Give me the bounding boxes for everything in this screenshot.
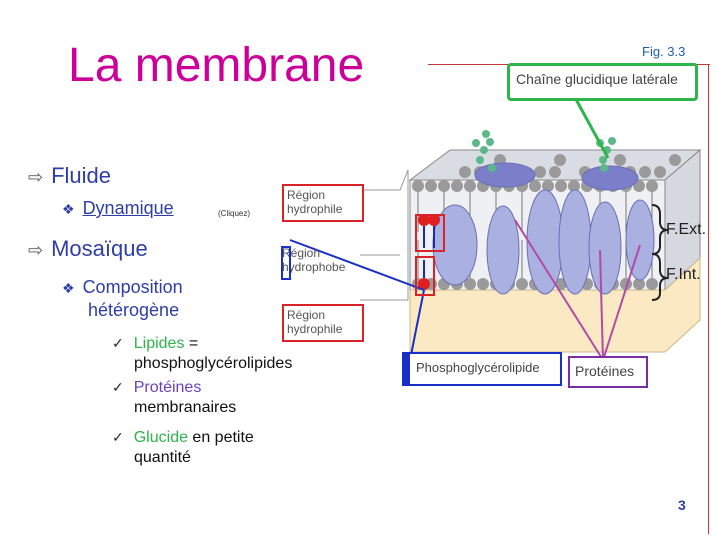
proteines-line2: membranaires: [134, 399, 237, 416]
region-hydrophile-bottom: Région hydrophile: [287, 308, 343, 336]
chain-pointer: [570, 91, 610, 159]
bullet-mosaique-label: Mosaïque: [51, 236, 148, 261]
page-title: La membrane: [68, 39, 365, 92]
hydrophobe-marker: [281, 246, 291, 280]
region-hydrophile-top: Région hydrophile: [287, 188, 343, 216]
protein-pointer-2: [599, 249, 604, 361]
bullet-dynamique[interactable]: ❖ Dynamique: [62, 198, 174, 219]
dynamique-link[interactable]: Dynamique: [82, 198, 174, 218]
right-divider: [708, 64, 709, 534]
bullet-fluide: ⇨ Fluide: [28, 163, 111, 189]
proteines-label: Protéines: [575, 363, 635, 379]
lipides-line2: phosphoglycérolipides: [134, 355, 293, 372]
page-number: 3: [678, 497, 686, 513]
check-icon: ✓: [112, 379, 124, 395]
glucide-line2: quantité: [134, 449, 191, 466]
arrow-bullet-icon: ⇨: [28, 240, 44, 260]
phospholipid-highlight: [418, 214, 440, 290]
bullet-lipides: ✓ Lipides = phosphoglycérolipides: [112, 333, 292, 374]
lipides-word: Lipides: [133, 335, 185, 352]
phospho-frame-bottom: [415, 256, 435, 296]
check-icon: ✓: [112, 335, 124, 351]
bullet-fluide-label: Fluide: [51, 163, 112, 188]
face-braces: [651, 204, 669, 301]
diamond-bullet-icon: ❖: [62, 280, 75, 296]
composition-line1: Composition: [82, 277, 183, 297]
check-icon: ✓: [112, 429, 124, 445]
region-hydrophile-bottom-box: Région hydrophile: [282, 304, 364, 342]
region-hydrophobe: Région hydrophobe: [282, 246, 362, 274]
chain-label-box: Chaîne glucidique latérale: [507, 63, 698, 101]
bullet-composition: ❖ Composition hétérogène: [62, 276, 183, 321]
glucide-word: Glucide: [133, 429, 188, 446]
composition-line2: hétérogène: [88, 300, 180, 320]
lipides-rest: =: [184, 335, 199, 352]
sugar-chains: [472, 130, 616, 172]
lipid-pointer: [289, 239, 425, 291]
lipid-pointer-2: [409, 289, 425, 361]
proteines-label-box: Protéines: [568, 356, 648, 388]
face-ext-label: F.Ext.: [666, 221, 707, 238]
diamond-bullet-icon: ❖: [62, 201, 75, 217]
region-brackets: [360, 169, 409, 301]
face-int-label: F.Int.: [666, 266, 701, 283]
bullet-glucide: ✓ Glucide en petite quantité: [112, 427, 254, 468]
proteins: [432, 162, 655, 295]
phospho-label-box: Phosphoglycérolipide: [402, 352, 562, 386]
glucide-rest: en petite: [187, 429, 254, 446]
protein-pointer-1: [514, 219, 604, 361]
bullet-proteines: ✓ Protéines membranaires: [112, 377, 236, 418]
phospho-frame-top: [415, 214, 445, 252]
figure-label: Fig. 3.3: [642, 44, 686, 59]
region-hydrophile-top-box: Région hydrophile: [282, 184, 364, 222]
proteines-line1: Protéines: [133, 379, 202, 396]
region-hydrophobe-label: Région hydrophobe: [282, 246, 346, 274]
phospho-label: Phosphoglycérolipide: [416, 360, 540, 375]
bullet-mosaique: ⇨ Mosaïque: [28, 236, 148, 262]
cliquez-hint: (Cliquez): [218, 209, 251, 218]
chain-label: Chaîne glucidique latérale: [516, 71, 678, 87]
protein-pointer-3: [602, 244, 641, 361]
arrow-bullet-icon: ⇨: [28, 167, 44, 187]
